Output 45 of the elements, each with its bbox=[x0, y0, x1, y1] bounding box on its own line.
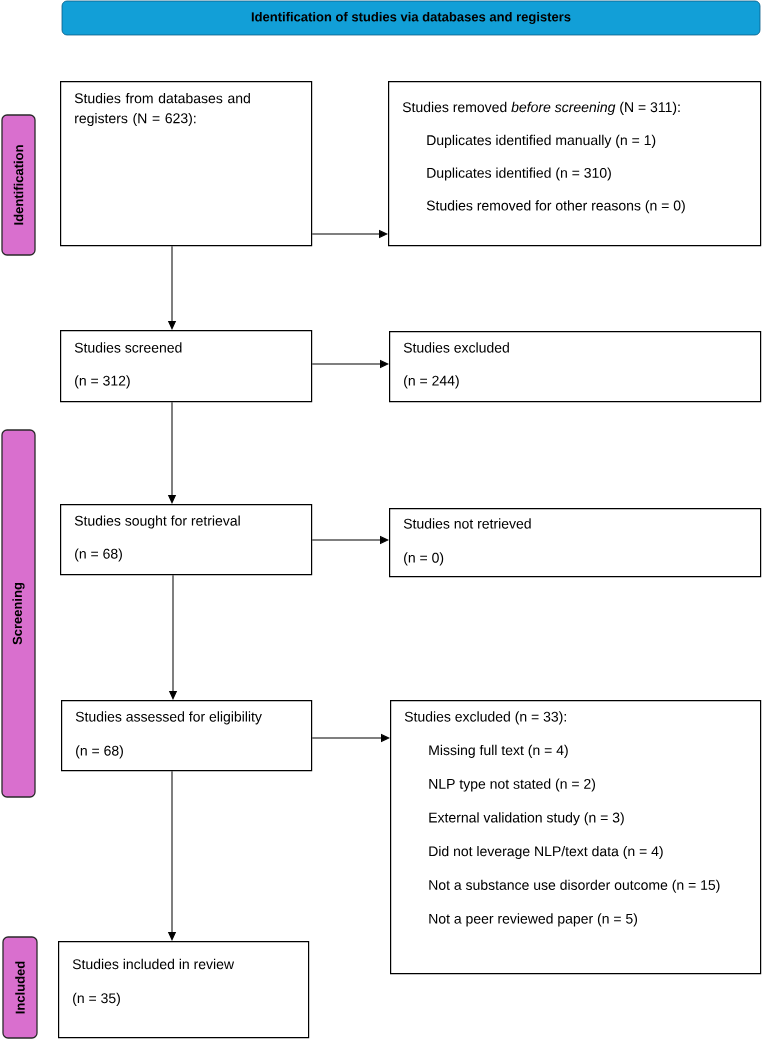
count-text: (n = 68) bbox=[76, 745, 123, 759]
box-heading: Studies excluded bbox=[403, 342, 509, 353]
box-heading: Studies removed before screening (N = 311): bbox=[402, 101, 680, 115]
header-band: Identification of studies via databases and registers bbox=[61, 0, 761, 36]
count-text: (n = 68) bbox=[75, 548, 122, 562]
arrow bbox=[168, 401, 176, 504]
list-item: Duplicates identified manually (n = 1) bbox=[427, 134, 656, 148]
process-box bbox=[390, 700, 762, 975]
box-heading: Studies excluded (n = 33): bbox=[404, 711, 566, 725]
process-box bbox=[389, 331, 762, 403]
box-heading: Studies sought for retrieval bbox=[74, 515, 240, 529]
process-box bbox=[61, 700, 313, 772]
arrow bbox=[311, 230, 388, 238]
list-item: Did not leverage NLP/text data (n = 4) bbox=[429, 845, 663, 859]
count-text: (n = 0) bbox=[404, 552, 444, 566]
list-item: NLP type not stated (n = 2) bbox=[429, 778, 595, 792]
arrow bbox=[311, 536, 389, 544]
list-item: External validation study (n = 3) bbox=[429, 812, 624, 826]
list-item: Missing full text (n = 4) bbox=[429, 744, 568, 758]
process-box bbox=[60, 504, 313, 576]
box-heading: Studies not retrieved bbox=[403, 518, 531, 529]
box-heading: Studies assessed for eligibility bbox=[75, 711, 262, 725]
box-heading: Studies screened bbox=[74, 342, 182, 353]
count-text: (n = 244) bbox=[404, 375, 459, 389]
arrow bbox=[168, 245, 176, 330]
list-item: Not a peer reviewed paper (n = 5) bbox=[429, 913, 637, 927]
box-heading: Studies from databases and registers (N = 623): bbox=[74, 93, 250, 127]
stage-band: Included bbox=[2, 936, 38, 1039]
arrow bbox=[311, 734, 390, 742]
stage-band: Screening bbox=[1, 429, 36, 798]
process-box bbox=[388, 81, 762, 247]
list-item: Not a substance use disorder outcome (n = 15) bbox=[429, 879, 720, 893]
arrow bbox=[311, 360, 389, 368]
process-box bbox=[389, 508, 762, 578]
list-item: Duplicates identified (n = 310) bbox=[427, 167, 611, 181]
box-heading: Studies included in review bbox=[72, 958, 235, 970]
stage-band: Identification bbox=[1, 114, 36, 256]
arrow bbox=[168, 770, 176, 941]
arrow bbox=[169, 574, 177, 700]
count-text: (n = 312) bbox=[75, 375, 130, 389]
list-item: Studies removed for other reasons (n = 0) bbox=[426, 200, 685, 214]
process-box bbox=[60, 81, 313, 247]
count-text: (n = 35) bbox=[73, 992, 120, 1006]
process-box bbox=[60, 330, 313, 403]
process-box bbox=[58, 941, 310, 1039]
